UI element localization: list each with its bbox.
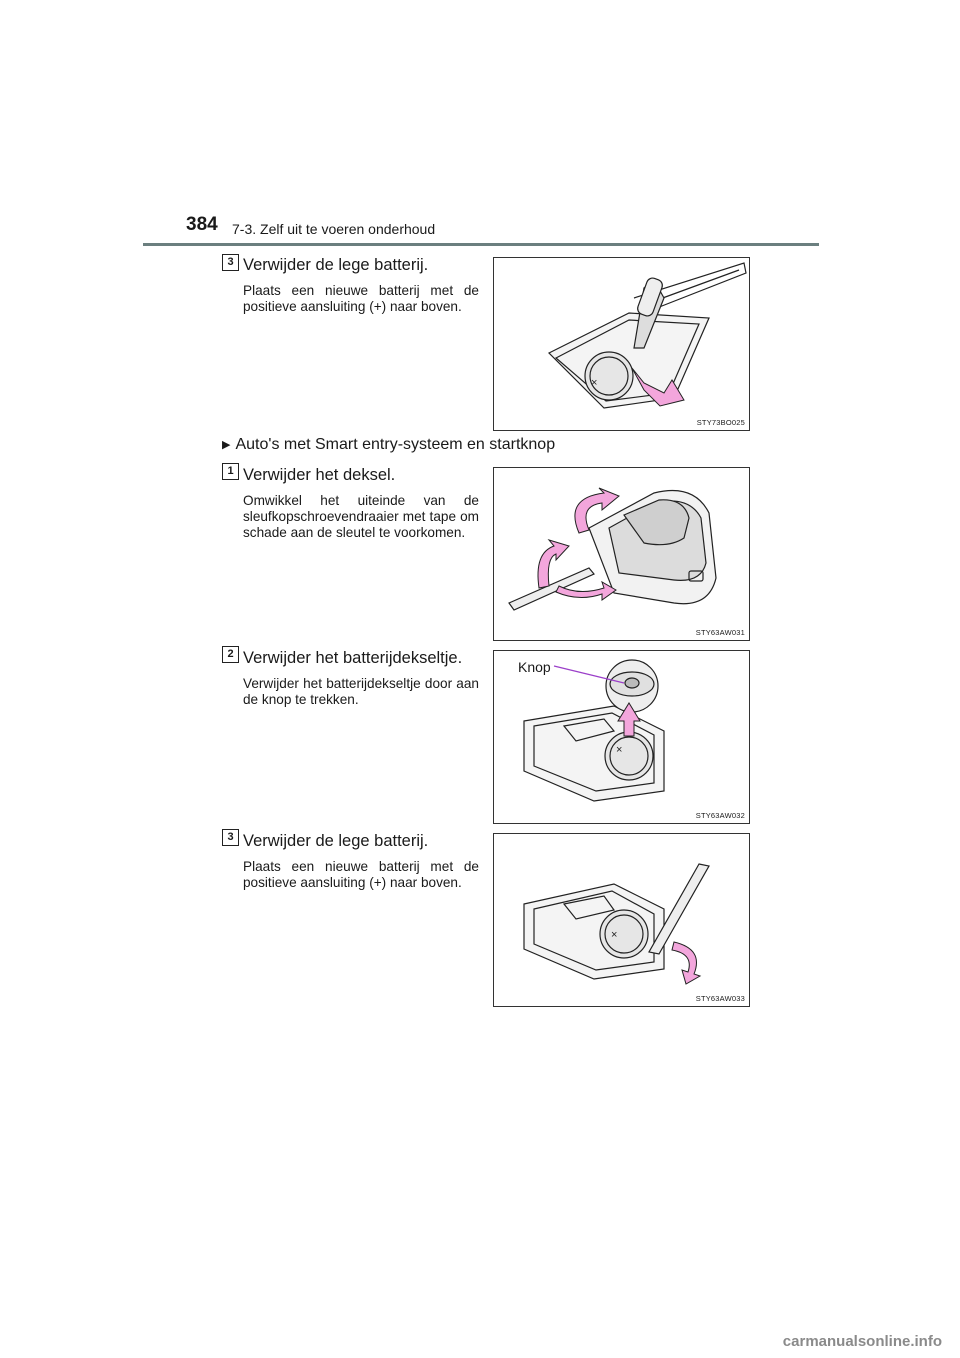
figure-code: STY73BO025 — [696, 418, 745, 427]
step-title: Verwijder de lege batterij. — [243, 256, 429, 274]
keyfob-lid-illustration: × — [523, 659, 665, 802]
figure-code: STY63AW032 — [695, 811, 745, 820]
triangle-right-icon: ▶ — [222, 439, 231, 451]
figure-remove-cover: STY63AW031 — [493, 467, 750, 641]
step-badge: 3 — [222, 254, 239, 271]
page-number: 384 — [186, 214, 218, 235]
figure-remove-old-battery: × STY63AW033 — [493, 833, 750, 1007]
keyfob-open-illustration: × — [547, 262, 747, 409]
figure-remove-battery-keyfob: × STY73BO025 — [493, 257, 750, 431]
step-text: Plaats een nieuwe batterij met de positi… — [243, 283, 479, 314]
step-title: Verwijder het deksel. — [243, 466, 396, 484]
step-title: Verwijder het batterijdekseltje. — [243, 649, 463, 667]
figure-remove-battery-lid: × Knop STY63AW032 — [493, 650, 750, 824]
keyfob-battery-illustration: × — [523, 863, 710, 985]
footer-watermark: carmanualsonline.info — [782, 1333, 942, 1350]
step-text: Omwikkel het uiteinde van de sleufkopsch… — [243, 493, 479, 540]
figure-code: STY63AW031 — [695, 628, 745, 637]
step-title: Verwijder de lege batterij. — [243, 832, 429, 850]
figure-code: STY63AW033 — [695, 994, 745, 1003]
svg-text:×: × — [611, 929, 617, 941]
step-text: Plaats een nieuwe batterij met de positi… — [243, 859, 479, 890]
header-rule — [143, 243, 819, 246]
step-badge: 2 — [222, 646, 239, 663]
knop-callout: Knop — [518, 659, 551, 675]
subsection-heading: ▶ Auto's met Smart entry-systeem en start… — [222, 436, 555, 454]
keyfob-cover-illustration — [508, 487, 717, 611]
step-badge: 3 — [222, 829, 239, 846]
step-badge: 1 — [222, 463, 239, 480]
svg-text:×: × — [616, 744, 622, 756]
svg-text:×: × — [591, 377, 597, 389]
section-title: 7-3. Zelf uit te voeren onderhoud — [232, 221, 436, 237]
subsection-label: Auto's met Smart entry-systeem en startk… — [235, 436, 556, 453]
step-text: Verwijder het batterijdekseltje door aan… — [243, 676, 479, 707]
